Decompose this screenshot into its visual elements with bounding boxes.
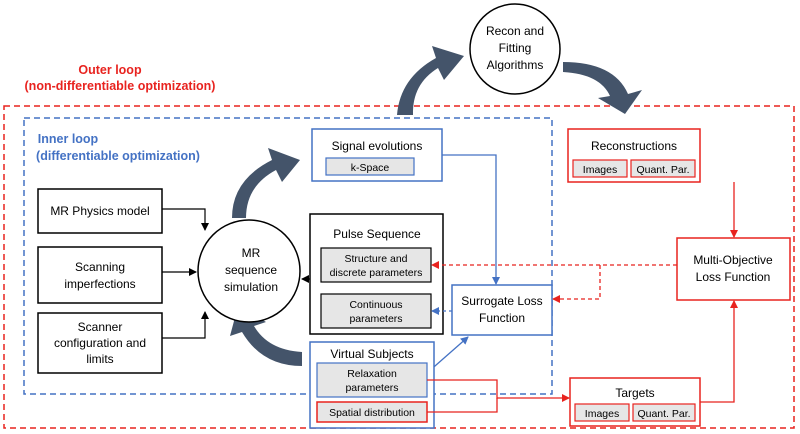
mr-simulation-node: [197, 219, 301, 323]
target-quant-box: [632, 403, 696, 422]
multi-objective-box: [676, 237, 791, 301]
continuous-params-label-2: parameters: [349, 313, 402, 325]
scanner-label-3: limits: [86, 352, 113, 366]
targets-title: Targets: [615, 386, 654, 400]
target-quant-label: Quant. Par.: [637, 408, 690, 420]
arrow-scanner-sim: [162, 311, 209, 339]
mr-physics-label: MR Physics model: [50, 204, 149, 218]
arrow-relax-targets: [427, 379, 570, 402]
surrogate-loss-label-2: Function: [479, 311, 525, 325]
outer-arrow-down: [563, 62, 642, 114]
mr-physics-box: [37, 188, 163, 234]
simulation-label-3: simulation: [224, 280, 278, 294]
arrow-multi-surrogate: [552, 265, 601, 303]
arrow-physics-sim: [162, 208, 209, 231]
structure-params-label-2: discrete parameters: [330, 267, 423, 279]
continuous-params-box: [320, 293, 432, 329]
surrogate-loss-label-1: Surrogate Loss: [461, 294, 542, 308]
recon-quant-label: Quant. Par.: [636, 164, 689, 176]
recon-images-box: [572, 159, 628, 178]
structure-params-label-1: Structure and: [344, 253, 407, 265]
scanner-label-2: configuration and: [54, 336, 146, 350]
recon-algorithms-node: [469, 3, 561, 95]
relaxation-label-1: Relaxation: [347, 368, 397, 380]
reconstructions-title: Reconstructions: [591, 139, 677, 153]
outer-loop-subtitle: (non-differentiable optimization): [25, 79, 216, 93]
recon-label-1: Recon and: [486, 24, 544, 38]
surrogate-loss-box: [451, 284, 553, 336]
multi-objective-label-1: Multi-Objective: [693, 253, 773, 267]
target-images-box: [574, 403, 630, 422]
outer-loop-title: Outer loop: [78, 63, 142, 77]
virtual-subjects-title: Virtual Subjects: [330, 347, 413, 361]
recon-quant-box: [630, 159, 696, 178]
arrow-spatial-targets: [427, 398, 498, 413]
inner-loop-title: Inner loop: [38, 132, 99, 146]
pulse-sequence-title: Pulse Sequence: [333, 227, 421, 241]
inner-loop-frame: [23, 117, 553, 395]
kspace-box: [325, 157, 415, 176]
inner-arrow-up: [232, 148, 300, 218]
scanner-label-1: Scanner: [78, 320, 123, 334]
outer-arrow-up: [397, 46, 464, 115]
arrow-signal-surrogate: [442, 154, 500, 285]
scanning-label-1: Scanning: [75, 260, 125, 274]
signal-evolutions-title: Signal evolutions: [332, 139, 423, 153]
recon-label-2: Fitting: [499, 41, 532, 55]
kspace-label: k-Space: [351, 162, 390, 174]
multi-objective-label-2: Loss Function: [696, 270, 771, 284]
inner-loop-subtitle: (differentiable optimization): [36, 149, 200, 163]
recon-images-label: Images: [583, 164, 617, 176]
simulation-label-1: MR: [242, 246, 261, 260]
target-images-label: Images: [585, 408, 619, 420]
relaxation-label-2: parameters: [345, 382, 398, 394]
scanner-box: [37, 312, 163, 374]
scanning-label-2: imperfections: [64, 277, 135, 291]
spatial-distribution-label: Spatial distribution: [329, 407, 415, 419]
structure-params-box: [320, 247, 432, 283]
arrow-targets-multi: [700, 300, 738, 403]
continuous-params-label-1: Continuous: [349, 299, 402, 311]
scanning-box: [37, 246, 163, 304]
simulation-label-2: sequence: [225, 263, 277, 277]
relaxation-params-box: [316, 362, 428, 398]
recon-label-3: Algorithms: [487, 58, 544, 72]
